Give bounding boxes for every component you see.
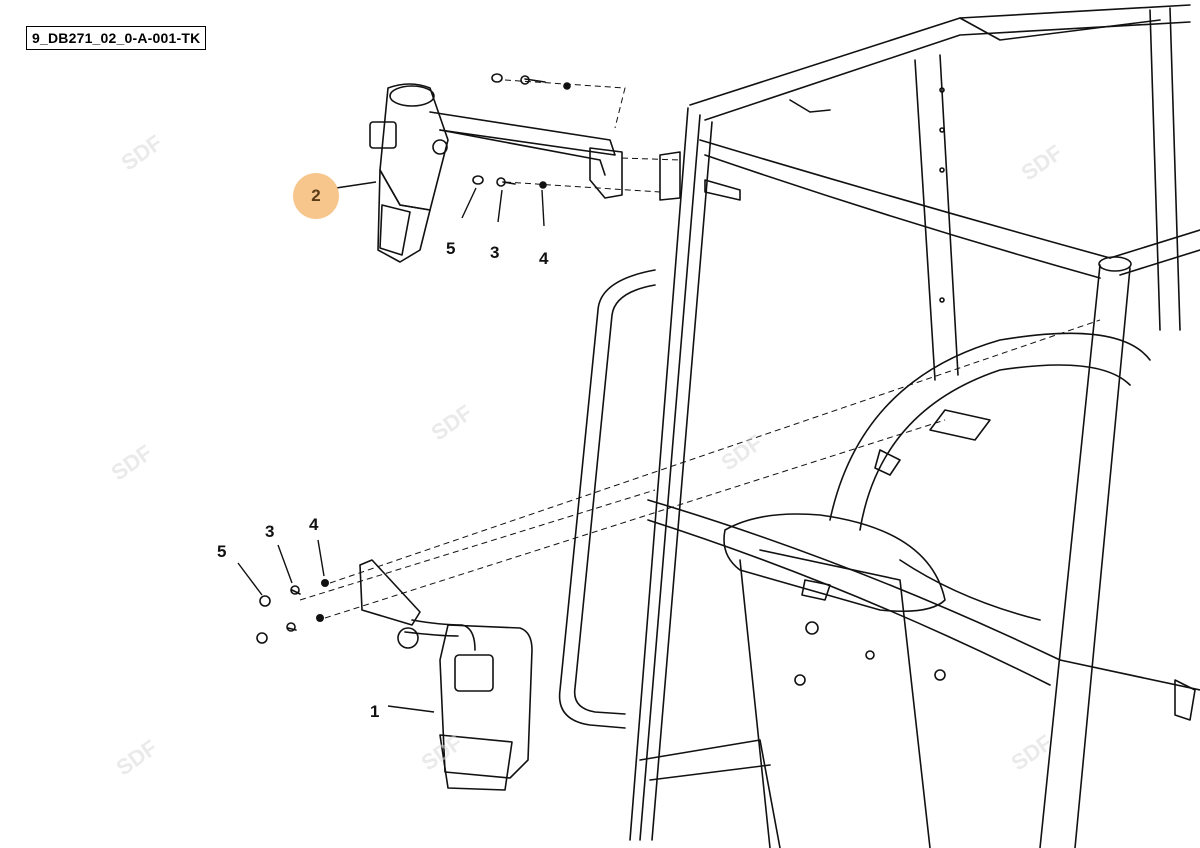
leader-2 [335,181,377,189]
mirror-1-arm-b [404,631,459,637]
hardware-bottom [256,585,301,644]
mirror-2-arm-upper [429,111,616,156]
drawing-code-label: 9_DB271_02_0-A-001-TK [26,26,207,50]
bracket-f [801,579,831,601]
fender-lower [899,559,1041,621]
floor-front [639,739,781,848]
roof-rear-arc-inner [704,154,1101,279]
roof-front-beam-inner [704,21,1191,121]
mirror-2-housing [379,83,449,211]
fender-outer [829,332,1151,521]
floor-panel-b [759,549,931,848]
a-pillar-inner [651,121,713,841]
assembly-line-bottom-3 [299,489,656,601]
floor-front-b [649,764,771,781]
nut-bottom-2 [316,614,324,622]
leader-3-top [497,189,503,223]
lower-cross-beam-inner [647,519,1051,686]
mirror-2-cap [389,85,435,107]
roof-cross-beam-b [1119,249,1200,276]
a-pillar-outer [629,107,689,841]
bracket-b [704,179,741,201]
handrail [558,269,656,729]
assembly-line-bottom-2 [324,419,946,619]
callout-5-top[interactable]: 5 [446,239,456,258]
hole-3 [865,650,875,660]
callout-5-bottom[interactable]: 5 [217,542,227,561]
hole-6 [939,127,945,133]
hole-4 [934,669,946,681]
hole-2 [794,674,806,686]
assembly-line-bottom-1 [329,319,1101,584]
mirror-2-assembly [369,83,623,263]
assembly-line-top-2 [504,181,661,193]
far-post-left [1149,9,1161,331]
bracket-c [789,99,831,113]
callout-3-bottom[interactable]: 3 [265,522,275,541]
lower-cross-beam [647,499,1061,661]
mirror-2-arm-lower [439,129,606,176]
mid-post-right [939,54,959,376]
callout-1[interactable]: 1 [370,702,380,721]
mirror-1-knob [397,627,419,649]
hole-5 [939,87,945,93]
leader-4-top [541,189,545,227]
floor-panel [739,559,771,848]
roof-side-beam [959,17,1161,41]
callout-3-top[interactable]: 3 [490,243,500,262]
seat-cushion [723,513,946,613]
callout-2-highlighted[interactable]: 2 [293,173,339,219]
mirror-2-clamp [369,121,397,149]
handrail-inner [573,284,656,715]
mirror-1-housing [439,624,533,779]
bracket-a [659,151,681,201]
nut-top-1 [564,83,570,89]
leader-3-bottom [277,544,293,584]
hole-1 [805,621,819,635]
rear-pillar-cap [1098,256,1132,272]
mirror-2-glass [377,169,431,263]
roof-cross-beam [1109,229,1200,259]
callout-4-bottom[interactable]: 4 [309,515,319,534]
leader-4-bottom [317,539,325,577]
bracket-d [929,409,991,441]
leader-5-bottom [237,562,263,596]
assembly-line-top-1 [504,79,626,129]
mirror-2-lower-glass [379,204,411,256]
far-post-right [1169,7,1181,331]
bracket-g [1174,679,1196,721]
mid-post-left [914,59,936,381]
callout-4-top[interactable]: 4 [539,249,549,268]
bracket-e [874,449,901,476]
assembly-line-top-3 [621,157,681,161]
leader-5-top [461,187,477,219]
mirror-2-bracket [589,147,623,199]
nut-bottom-1 [321,579,329,587]
mirror-1-assembly [359,559,533,791]
hole-7 [939,167,945,173]
mirror-1-lower-glass [439,734,513,791]
nut-top-2 [540,182,546,188]
rear-pillar-outer [1039,264,1101,848]
mirror-1-clamp [454,654,494,692]
hole-8 [939,297,945,303]
lower-beam-right [1059,659,1200,691]
leader-1 [387,705,435,713]
roof-rear-arc [699,139,1111,259]
mirror-1-bracket [359,559,421,626]
fender-inner [859,364,1131,531]
mirror-2-pivot [432,139,448,155]
rear-pillar-inner [1074,267,1131,848]
a-pillar-edge [639,114,701,841]
